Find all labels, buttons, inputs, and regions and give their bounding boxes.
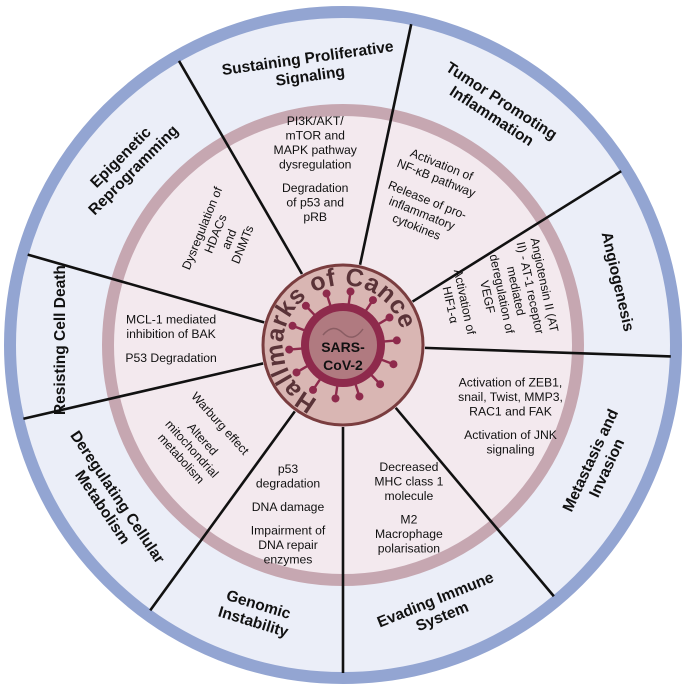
virus-spike-tip bbox=[285, 345, 294, 354]
mechanism-label-line: Activation of ZEB1, bbox=[459, 375, 563, 389]
mechanism-label-line: pRB bbox=[303, 210, 327, 224]
divider-line bbox=[149, 410, 296, 612]
mechanism-label-line: of p53 and bbox=[286, 196, 344, 210]
virus-spike-tip bbox=[346, 287, 355, 296]
mechanism-label-line: p53 bbox=[278, 462, 299, 476]
mechanism-label-line: MAPK pathway bbox=[274, 143, 358, 157]
mechanism-label: Activation of ZEB1,snail, Twist, MMP3,RA… bbox=[458, 375, 563, 456]
divider-line bbox=[358, 23, 413, 266]
mechanism-label-line: Macrophage bbox=[375, 527, 443, 541]
virus-membrane bbox=[309, 311, 377, 379]
mechanism-label-line: molecule bbox=[385, 489, 434, 503]
divider-line bbox=[411, 170, 622, 303]
mechanism-label-line: polarisation bbox=[378, 542, 440, 556]
mechanism-label-line: MCL-1 mediated bbox=[126, 313, 216, 327]
mechanism-label-line: Activation of JNK bbox=[464, 428, 557, 442]
mechanism-label-line: MHC class 1 bbox=[374, 475, 443, 489]
virus-icon bbox=[285, 287, 401, 403]
mechanism-label-line: mTOR and bbox=[286, 128, 345, 142]
mechanism-label-line: dysregulation bbox=[279, 157, 352, 171]
virus-label-line-2: CoV-2 bbox=[323, 357, 363, 373]
mechanism-label-line: P53 Degradation bbox=[125, 351, 216, 365]
virus-spike-tip bbox=[292, 368, 301, 377]
mechanism-label-line: snail, Twist, MMP3, bbox=[458, 390, 563, 404]
hallmark-label-line: Resisting Cell Death bbox=[52, 265, 69, 415]
hallmark-label: Resisting Cell Death bbox=[52, 265, 69, 415]
mechanism-label-line: inhibition of BAK bbox=[126, 327, 215, 341]
virus-spike-tip bbox=[331, 394, 340, 403]
virus-spike-tip bbox=[322, 289, 331, 298]
mechanism-label-line: DNA damage bbox=[252, 500, 325, 514]
mechanism-label-line: PI3K/AKT/ bbox=[287, 114, 345, 128]
virus-spike-tip bbox=[389, 360, 398, 369]
mechanism-label-line: VEGF bbox=[477, 279, 498, 314]
divider-line bbox=[424, 346, 671, 358]
mechanism-label-line: Impairment of bbox=[251, 523, 326, 537]
mechanism-label-line: signaling bbox=[486, 442, 534, 456]
virus-rna bbox=[322, 327, 364, 338]
divider-line bbox=[394, 406, 555, 598]
virus-label-line-1: SARS- bbox=[321, 339, 365, 355]
mechanism-label-line: Decreased bbox=[379, 460, 438, 474]
segment-dividers bbox=[23, 23, 671, 673]
mechanism-label-line: degradation bbox=[256, 476, 320, 490]
virus-spike-tip bbox=[288, 321, 297, 330]
virus-spike-tip bbox=[385, 313, 394, 322]
virus-spike-tip bbox=[376, 380, 385, 389]
virus-spike-tip bbox=[301, 301, 310, 310]
mechanism-label-line: RAC1 and FAK bbox=[469, 404, 552, 418]
virus-spike-tip bbox=[392, 336, 401, 345]
mechanism-label-line: M2 bbox=[400, 513, 417, 527]
virus-spike-tip bbox=[309, 385, 318, 394]
divider-line bbox=[27, 253, 265, 324]
divider-line bbox=[177, 60, 304, 275]
mechanism-label-line: Degradation bbox=[282, 181, 348, 195]
mechanism-label-line: DNA repair bbox=[258, 538, 318, 552]
virus-spike-tip bbox=[368, 296, 377, 305]
divider-line bbox=[23, 362, 264, 421]
mechanism-label-line: enzymes bbox=[264, 552, 313, 566]
virus-spike-tip bbox=[355, 392, 364, 401]
